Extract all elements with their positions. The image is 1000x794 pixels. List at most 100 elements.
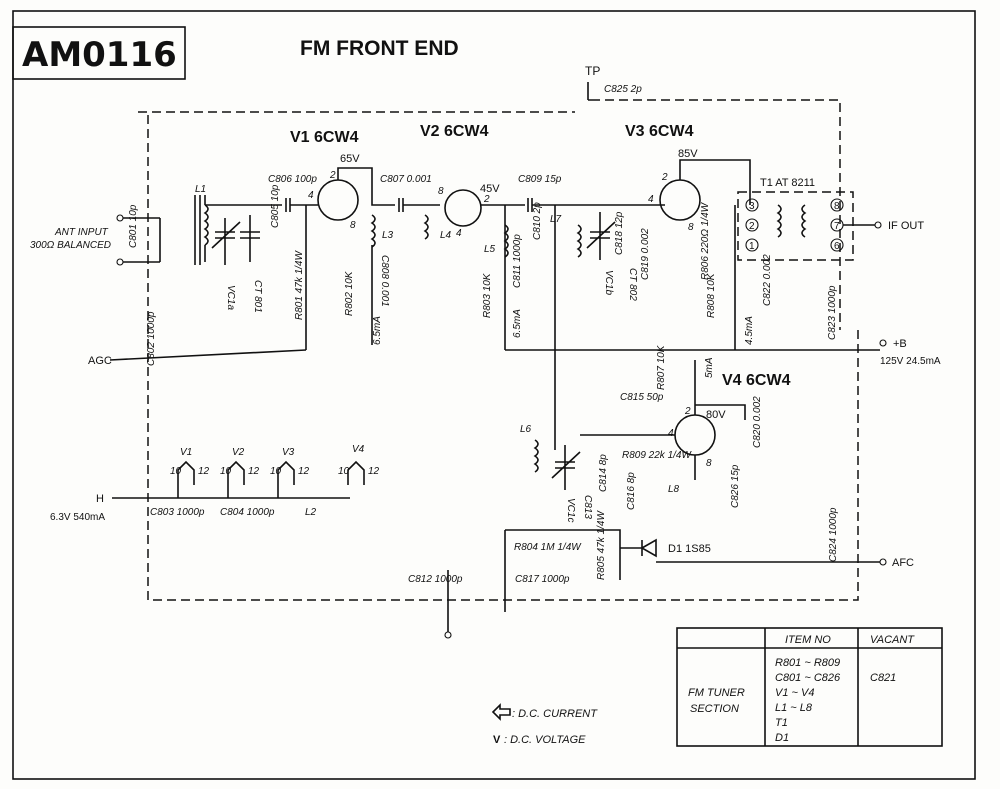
ct801-label: CT 801 [252, 280, 263, 313]
legend-current: : D.C. CURRENT [512, 708, 598, 720]
v4-plate-voltage: 80V [706, 409, 726, 421]
table-row-3: V1 ~ V4 [775, 687, 814, 699]
item-table [676, 627, 943, 747]
t1-pin-2-label: 2 [749, 221, 755, 232]
vc1b-symbol [586, 212, 616, 260]
v1-pin-8: 8 [350, 220, 356, 231]
table-row-2: C801 ~ C826 [775, 672, 841, 684]
v2-tube-label: V2 6CW4 [420, 123, 489, 140]
b-plus-wire [505, 205, 880, 351]
table-col-item: ITEM NO [785, 634, 831, 646]
tp-wire [587, 82, 600, 101]
c807-label: C807 0.001 [380, 174, 432, 185]
heater-h-label: H [96, 493, 104, 505]
heater-pin-8: 12 [368, 466, 380, 477]
heater-v2: V2 [232, 447, 245, 458]
v3-pin-8: 8 [688, 222, 694, 233]
v2-pin-8: 8 [438, 186, 444, 197]
vc1c-label: VC1c [565, 498, 576, 522]
c817-label: C817 1000p [515, 574, 570, 585]
c819-label: C819 0.002 [640, 228, 651, 280]
v3-pin-2: 2 [661, 172, 668, 183]
schematic-title: FM FRONT END [300, 37, 459, 60]
c805-label: C805 10p [270, 184, 281, 228]
vc1a-label: VC1a [225, 285, 236, 310]
code-box [12, 26, 186, 80]
l5-wire [504, 205, 556, 450]
v1-plate-voltage: 65V [340, 153, 360, 165]
r801-wire [305, 205, 373, 350]
r808-label: R808 10K [706, 272, 717, 318]
b-plus-terminal [879, 339, 887, 347]
ant-input-label: ANT INPUT [54, 227, 109, 238]
r804-label: R804 1M 1/4W [514, 542, 582, 553]
c806-label: C806 100p [268, 174, 317, 185]
table-section-1: FM TUNER [688, 687, 745, 699]
b-supply-label: 125V 24.5mA [880, 356, 941, 367]
v4-pin-8: 8 [706, 458, 712, 469]
t1-pin-3 [745, 198, 759, 212]
l2-label: L2 [305, 507, 317, 518]
table-lines [677, 628, 942, 746]
heater-supply-label: 6.3V 540mA [50, 512, 105, 523]
l8-label: L8 [668, 484, 680, 495]
r805-label: R805 47k 1/4W [596, 510, 607, 580]
l5-label: L5 [484, 244, 496, 255]
v3-tube-label: V3 6CW4 [625, 123, 694, 140]
tp-label: TP [585, 64, 600, 78]
heater-pin-4: 12 [248, 466, 260, 477]
d1-diode [620, 538, 657, 558]
c808-label: C808 0.001 [379, 255, 390, 307]
c802-label: C802 1000p [146, 311, 157, 366]
c803-label: C803 1000p [150, 507, 205, 518]
v1-pin-4: 4 [308, 190, 314, 201]
c825-label: C825 2p [604, 84, 642, 95]
l4-coil [423, 214, 429, 240]
current-2: 6.5mA [512, 309, 523, 338]
heater-pin-5: 10 [270, 466, 282, 477]
l1-coil [203, 204, 209, 246]
heater-pin-3: 10 [220, 466, 232, 477]
v4-tube [674, 414, 716, 456]
l1-label: L1 [195, 184, 206, 195]
ct801-symbol [240, 215, 260, 262]
current-3: 4.5mA [744, 316, 755, 345]
current-arrow-icon [491, 703, 511, 721]
c826-label: C826 15p [730, 464, 741, 508]
vc1b-label: VC1b [603, 270, 614, 295]
l4-label: L4 [440, 230, 452, 241]
r803-label: R803 10K [482, 272, 493, 318]
c812-label: C812 1000p [408, 574, 463, 585]
t1-pin-1 [745, 238, 759, 252]
ant-input-impedance: 300Ω BALANCED [30, 240, 111, 251]
r802-label: R802 10K [344, 270, 355, 316]
table-row-6: D1 [775, 732, 789, 744]
legend-voltage-key: V [493, 734, 501, 746]
afc-terminal [879, 558, 887, 566]
ant-wires [123, 217, 161, 263]
heater-pin-1: 10 [170, 466, 182, 477]
bottom-terminal [444, 631, 452, 639]
ant-terminal-2 [116, 258, 124, 266]
t1-pin-2 [745, 218, 759, 232]
table-row-1: R801 ~ R809 [775, 657, 840, 669]
d1-label: D1 1S85 [668, 543, 711, 555]
heater-v1: V1 [180, 447, 192, 458]
heater-pin-6: 12 [298, 466, 310, 477]
ct802-label: CT 802 [627, 268, 638, 301]
c824-label: C824 1000p [828, 507, 839, 562]
r809-label: R809 22k 1/4W [622, 450, 692, 461]
b-plus-label: +B [893, 338, 907, 350]
if-out-label: IF OUT [888, 220, 924, 232]
shield-outline [138, 99, 859, 601]
v3-tube [659, 179, 701, 221]
outer-frame [12, 10, 976, 780]
v1-tube [317, 179, 359, 221]
v1-plate-wire [337, 167, 440, 212]
l1-lines [194, 195, 206, 265]
current-1: 6.5mA [372, 316, 383, 345]
c822-label: C822 0.002 [762, 254, 773, 306]
v2-pin-4: 4 [456, 228, 462, 239]
